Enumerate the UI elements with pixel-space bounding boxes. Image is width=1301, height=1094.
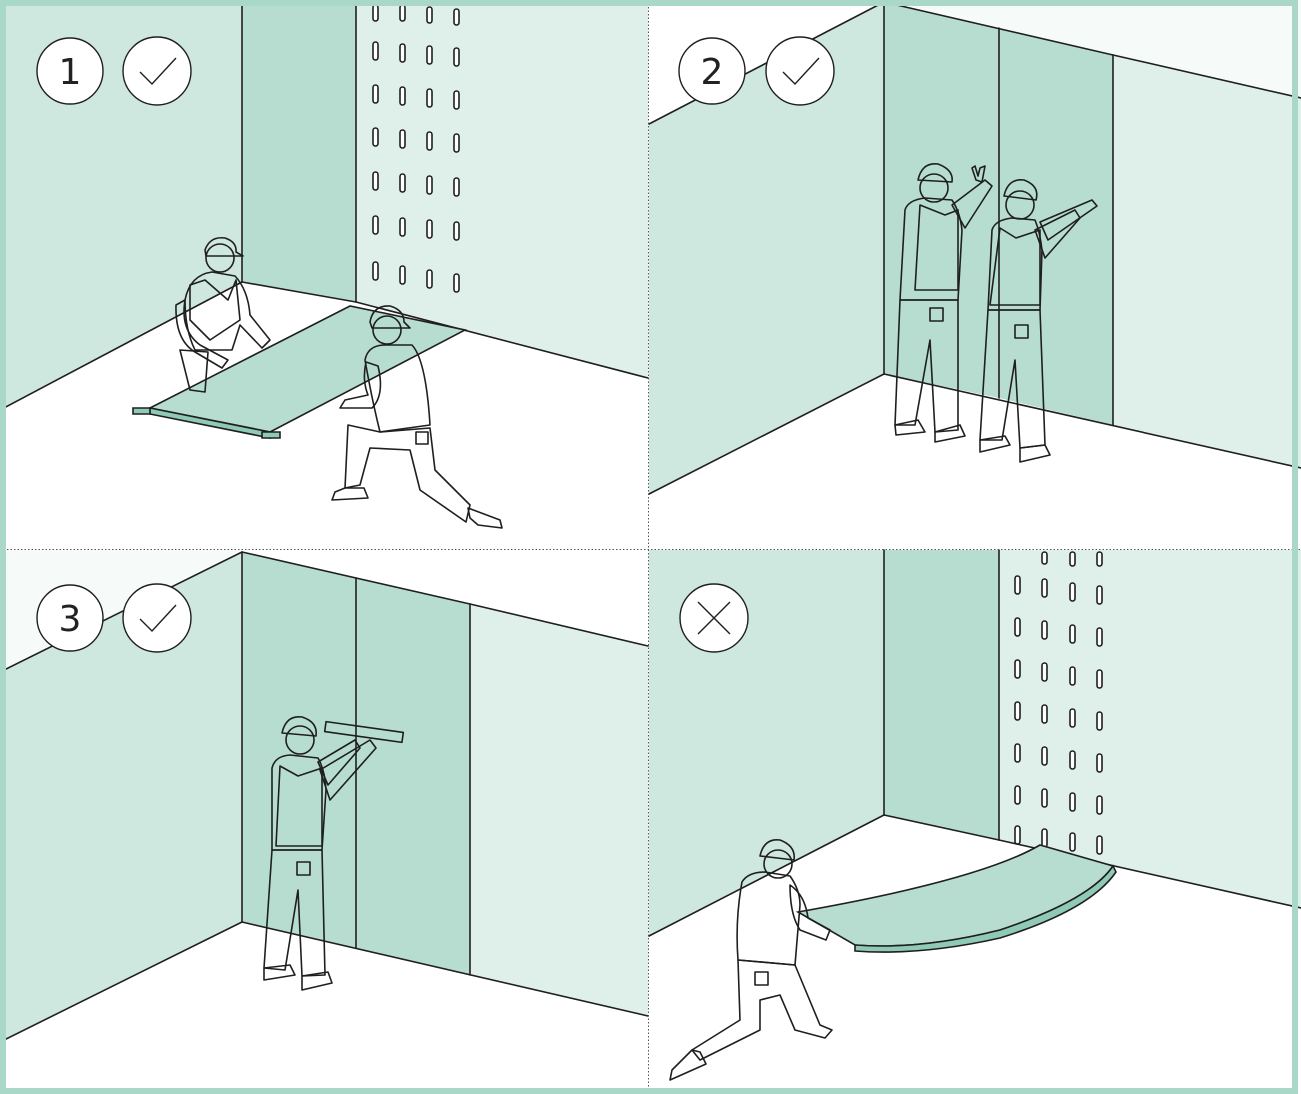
step-badge: 1	[37, 38, 103, 104]
panel-4	[649, 550, 1301, 1094]
step-badge: 2	[679, 38, 745, 104]
check-icon	[123, 37, 191, 105]
step-badge: 3	[37, 585, 103, 651]
check-icon	[123, 584, 191, 652]
step-number: 1	[59, 52, 82, 93]
panel-3: 3	[0, 550, 648, 1094]
panel-2: 2	[649, 0, 1301, 549]
step-number: 3	[59, 599, 82, 640]
check-icon	[766, 37, 834, 105]
step-number: 2	[701, 52, 724, 93]
panel-1: 1	[0, 0, 648, 549]
cross-icon	[680, 584, 748, 652]
